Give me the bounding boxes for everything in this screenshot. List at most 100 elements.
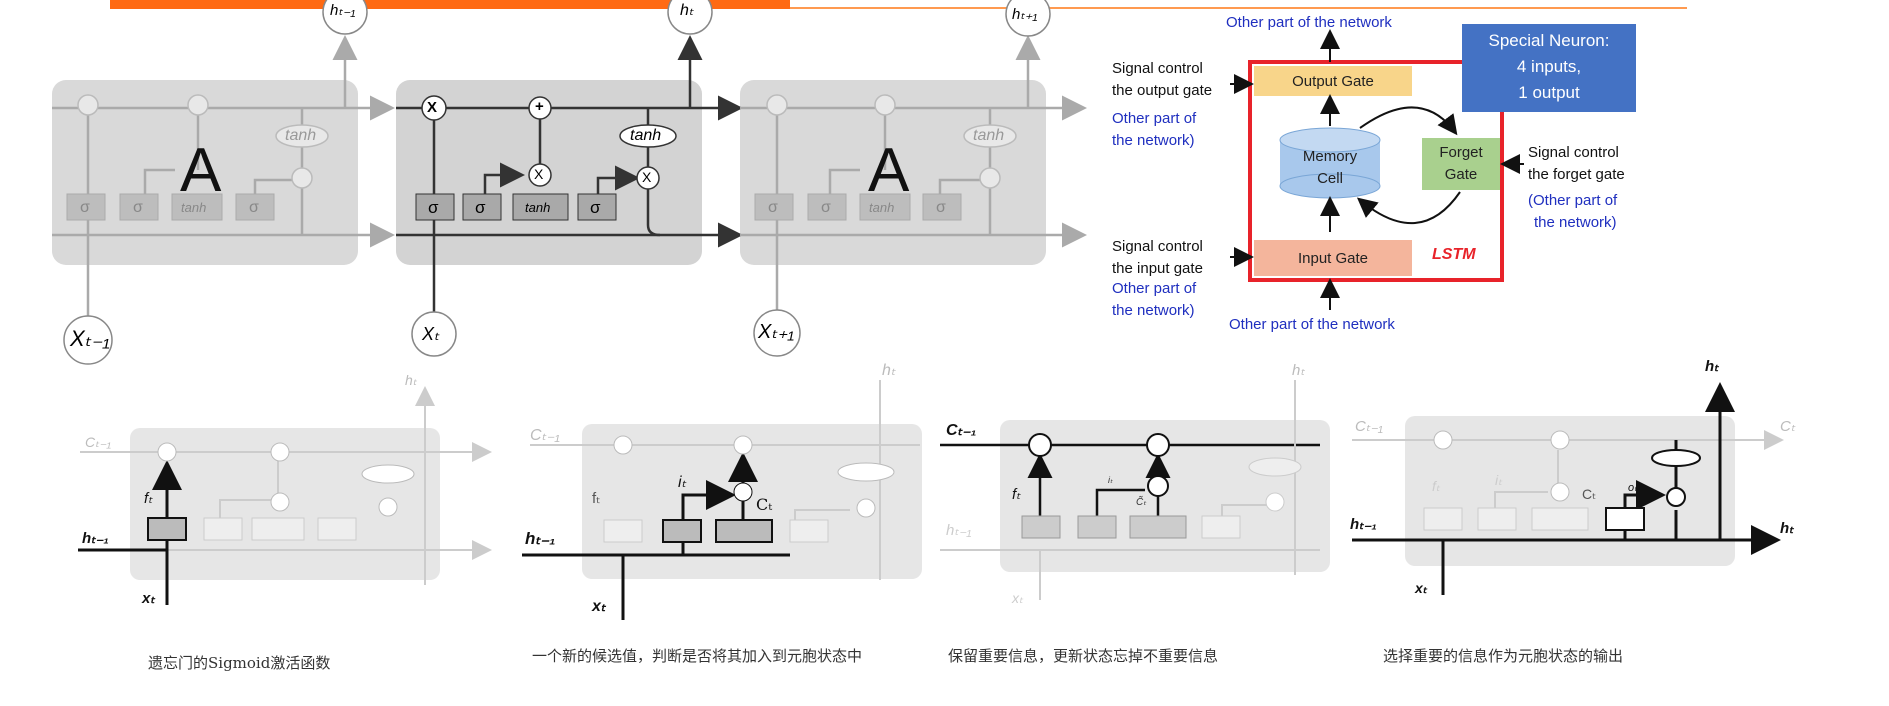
cell-letter-a: A [180,136,222,205]
input-label-next: Xₜ₊₁ [758,321,795,343]
sigma-box [577,193,617,221]
special-neuron-line1: Special Neuron: [1488,31,1610,50]
x-t-label: xₜ [1012,590,1024,606]
caption-step1: 遗忘门的Sigmoid激活函数 [148,654,331,672]
c-prev-label: Cₜ₋₁ [946,422,977,439]
header-bar [110,0,790,9]
f-t-label: fₜ [592,490,601,507]
tanh-label: tanh [181,200,207,215]
c-t-side-label: Cₜ [756,495,773,514]
h-prev-label: hₜ₋₁ [525,529,556,548]
special-neuron-line3: 1 output [1518,83,1580,102]
hidden-state-node [667,0,713,35]
input-other-line1: Other part of [1112,280,1197,297]
step4-cell [1405,416,1735,566]
output-signal-line2: the output gate [1112,82,1213,99]
hidden-label-current: hₜ [680,2,694,19]
multiply-symbol: X [534,166,544,182]
multiply-symbol: X [427,99,438,116]
c-prev-label: Cₜ₋₁ [530,427,560,444]
tanh-label: tanh [973,127,1005,144]
tanh-label: tanh [285,127,317,144]
x-t-label: xₜ [1415,580,1427,596]
i-t-label: iₜ [678,474,687,491]
forget-gate-label-line2: Gate [1444,165,1478,183]
forget-gate-box [1422,138,1500,190]
tanh-op [619,124,677,148]
o-t-label: oₜ [1628,482,1638,494]
multiply-op [528,163,552,187]
caption-step3: 保留重要信息，更新状态忘掉不重要信息 [948,647,1219,665]
c-t-label: Cₜ [1780,418,1796,435]
memory-cell-label-line1: Memory [1302,147,1358,165]
sigma-label: σ [821,199,831,216]
caption-step4: 选择重要的信息作为元胞状态的输出 [1383,647,1624,665]
sigma-label: σ [249,199,259,216]
output-gate-label: Output Gate [1292,72,1374,90]
network-label-top: Other part of the network [1226,14,1392,31]
multiply-symbol: X [642,169,652,185]
input-node [753,309,801,357]
tanh-label: tanh [525,200,551,215]
output-other-line2: the network) [1112,132,1195,149]
sigma-label: σ [936,199,946,216]
forget-signal-line2: the forget gate [1528,166,1625,183]
hidden-state-node [1005,0,1051,37]
add-op [528,96,552,120]
input-other-line2: the network) [1112,302,1195,319]
special-neuron-box [1462,24,1636,112]
f-t-label: fₜ [1432,478,1441,494]
cell-letter-a: A [868,136,910,205]
sigma-label: σ [133,199,143,216]
forget-gate-label-line1: Forget [1439,143,1483,161]
hidden-state-node [322,0,368,35]
h-t-label: hₜ [1705,358,1719,375]
f-t-label: fₜ [144,490,153,507]
input-label-prev: Xₜ₋₁ [70,326,110,351]
hidden-label-next: hₜ₊₁ [1012,6,1038,23]
sigma-label: σ [475,198,486,217]
x-t-label: xₜ [592,598,606,615]
output-gate-box [1254,66,1412,96]
input-signal-line2: the input gate [1112,260,1203,277]
input-label-current: Xₜ [422,324,440,344]
input-gate-label: Input Gate [1297,249,1369,267]
sigma-box [462,193,502,221]
lstm-tag: LSTM [1432,246,1476,263]
network-label-bottom: Other part of the network [1229,316,1395,333]
add-symbol: + [535,98,544,115]
x-t-label: xₜ [142,590,155,607]
forget-signal-line1: Signal control [1528,144,1619,161]
h-t-label: hₜ [1292,362,1305,379]
h-t-label: hₜ [405,372,417,388]
h-t-label: hₜ [882,362,896,379]
caption-step2: 一个新的候选值，判断是否将其加入到元胞状态中 [532,647,863,665]
output-other-line1: Other part of [1112,110,1197,127]
h-prev-label: hₜ₋₁ [946,522,972,539]
c-tilde-label: C̃ₜ [1136,497,1147,508]
hidden-label-prev: hₜ₋₁ [330,2,356,19]
multiply-op [421,95,447,121]
h-t-label: hₜ [1780,520,1794,537]
sigma-box [415,193,455,221]
output-signal-line1: Signal control [1112,60,1203,77]
memory-cell-label-line2: Cell [1317,169,1343,187]
input-node [63,315,113,365]
c-t-side-label: Cₜ [1582,486,1597,502]
i-t-label: iₜ [1495,472,1503,488]
sigma-label: σ [768,199,778,216]
forget-other-line2: the network) [1534,214,1617,231]
h-prev-label: hₜ₋₁ [82,530,109,547]
multiply-op [636,166,660,190]
c-prev-label: Cₜ₋₁ [1355,418,1383,435]
forget-other-line1: (Other part of [1528,192,1618,209]
sigma-label: σ [80,199,90,216]
c-prev-label: Cₜ₋₁ [85,434,112,450]
input-node [411,311,457,357]
sigma-label: σ [590,198,601,217]
i-t-label: iₜ [1108,475,1113,485]
h-prev-label: hₜ₋₁ [1350,516,1377,533]
